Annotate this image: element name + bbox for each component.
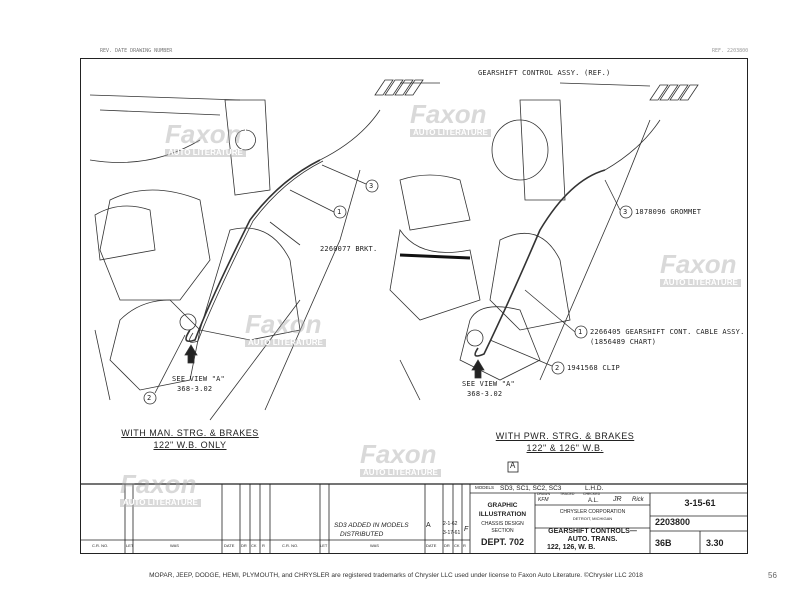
watermark-sub: AUTO LITERATURE bbox=[120, 498, 201, 508]
group-number: 36B bbox=[655, 538, 672, 548]
sheet-number: 3.30 bbox=[706, 538, 724, 548]
revision-column-header: C.R. NO. bbox=[92, 543, 109, 548]
callout-number-3: 3 bbox=[623, 208, 628, 216]
drawn-by: KFM bbox=[538, 497, 549, 503]
approved-by: JR bbox=[613, 496, 622, 503]
watermark-sub: AUTO LITERATURE bbox=[410, 128, 491, 138]
revision-change: SD3 ADDED IN MODELS bbox=[334, 522, 409, 529]
revision-column-header: CK bbox=[454, 543, 460, 548]
watermark-brand: Faxon bbox=[120, 469, 197, 499]
see-view-left: SEE VIEW "A" bbox=[172, 375, 225, 383]
watermark-brand: Faxon bbox=[410, 99, 487, 129]
models-value: SD3, SC1, SC2, SC3 bbox=[500, 485, 562, 492]
revision-column-header: C.R. NO. bbox=[282, 543, 299, 548]
revision-column-header: DR bbox=[444, 543, 450, 548]
revision-column-header: DATE bbox=[426, 543, 437, 548]
watermark-brand: Faxon bbox=[360, 439, 437, 469]
bracket-callout: 2260077 BRKT. bbox=[320, 245, 378, 253]
trademark-footer: MOPAR, JEEP, DODGE, HEMI, PLYMOUTH, and … bbox=[149, 572, 643, 579]
graphic-label: GRAPHIC bbox=[487, 502, 518, 509]
revision-column-header: CK bbox=[251, 543, 257, 548]
page-number: 56 bbox=[768, 571, 777, 580]
lhd-label: L.H.D. bbox=[585, 485, 604, 492]
dept-label: DEPT. 702 bbox=[480, 537, 525, 547]
see-view-left-ref: 368-3.02 bbox=[177, 385, 213, 393]
title-line-1: GEARSHIFT CONTROLS— bbox=[548, 528, 637, 535]
drawing-title: GEARSHIFT CONTROLS— AUTO. TRANS. 122, 12… bbox=[535, 528, 650, 552]
callout-number-2: 2 bbox=[147, 394, 152, 402]
left-caption-line1: WITH MAN. STRG. & BRAKES bbox=[121, 428, 259, 438]
revision-column-header: R bbox=[262, 543, 265, 548]
title-block-lines bbox=[80, 483, 748, 554]
models-label: MODELS bbox=[475, 485, 495, 490]
top-stamp-right: REF. 2203800 bbox=[712, 48, 749, 54]
revision-letter: A bbox=[426, 522, 431, 529]
callout-number-1: 1 bbox=[337, 208, 342, 216]
see-view-right-ref: 368-3.02 bbox=[467, 390, 503, 398]
see-view-right: SEE VIEW "A" bbox=[462, 380, 515, 388]
traced-label: TRACED bbox=[560, 492, 575, 496]
revision-initials: F bbox=[464, 526, 469, 533]
chassis-design-label: CHASSIS DESIGN bbox=[481, 521, 524, 527]
revision-column-header: R bbox=[463, 543, 466, 548]
cable-callout: 2266405 GEARSHIFT CONT. CABLE ASSY. bbox=[590, 328, 745, 336]
revision-column-header: WAS bbox=[170, 543, 179, 548]
revision-box bbox=[507, 461, 519, 473]
left-engine-drawing bbox=[89, 79, 651, 421]
revision-column-header: DR bbox=[241, 543, 247, 548]
top-stamp-left: REV. DATE DRAWING NUMBER bbox=[100, 48, 173, 54]
watermark-sub: AUTO LITERATURE bbox=[245, 338, 326, 348]
watermark-brand: Faxon bbox=[165, 119, 242, 149]
grommet-callout: 1878096 GROMMET bbox=[635, 208, 702, 216]
drawing-frame bbox=[80, 58, 748, 554]
revision-column-header: WAS bbox=[370, 543, 379, 548]
watermark-sub: AUTO LITERATURE bbox=[165, 148, 246, 158]
revision-column-header: LET bbox=[126, 543, 134, 548]
clip-callout: 1941568 CLIP bbox=[567, 364, 620, 372]
company-name: CHRYSLER CORPORATION bbox=[559, 509, 626, 515]
watermark-brand: Faxon bbox=[660, 249, 737, 279]
section-label: SECTION bbox=[491, 528, 514, 534]
illustration-label: ILLUSTRATION bbox=[478, 511, 527, 518]
title-line-3: 122, 126, W. B. bbox=[547, 544, 596, 551]
title-line-2: AUTO. TRANS. bbox=[567, 536, 618, 543]
revision-column-header: LET bbox=[320, 543, 328, 548]
revision-date-1: 2-1-62 bbox=[443, 521, 458, 527]
checked-by: A.L. bbox=[588, 498, 599, 504]
callout-number-1: 1 bbox=[578, 328, 583, 336]
revision-column-header: DATE bbox=[224, 543, 235, 548]
company-location: DETROIT, MICHIGAN bbox=[572, 516, 613, 521]
drawing-date: 3-15-61 bbox=[684, 498, 716, 508]
right-caption-line2: 122" & 126" W.B. bbox=[526, 443, 604, 453]
drawn-label: DRAWN bbox=[537, 492, 551, 496]
revision-date-2: 3-17-61 bbox=[443, 530, 461, 536]
left-caption-line2: 122" W.B. ONLY bbox=[153, 440, 227, 450]
right-caption-line1: WITH PWR. STRG. & BRAKES bbox=[495, 431, 635, 441]
revision-marker: A bbox=[510, 461, 516, 470]
gearshift-assy-callout: GEARSHIFT CONTROL ASSY. (REF.) bbox=[478, 69, 611, 77]
right-engine-drawing bbox=[389, 84, 699, 401]
revision-change-2: DISTRIBUTED bbox=[340, 531, 384, 538]
callout-number-3: 3 bbox=[369, 182, 374, 190]
drawing-number: 2203800 bbox=[655, 517, 691, 527]
watermark-sub: AUTO LITERATURE bbox=[360, 468, 441, 478]
watermark-brand: Faxon bbox=[245, 309, 322, 339]
cable-callout-chart: (1856489 CHART) bbox=[590, 338, 657, 346]
signed-by: Rick bbox=[632, 497, 644, 503]
callout-number-2: 2 bbox=[555, 364, 560, 372]
watermark-sub: AUTO LITERATURE bbox=[660, 278, 741, 288]
checked-label: CHECKED bbox=[583, 492, 601, 496]
